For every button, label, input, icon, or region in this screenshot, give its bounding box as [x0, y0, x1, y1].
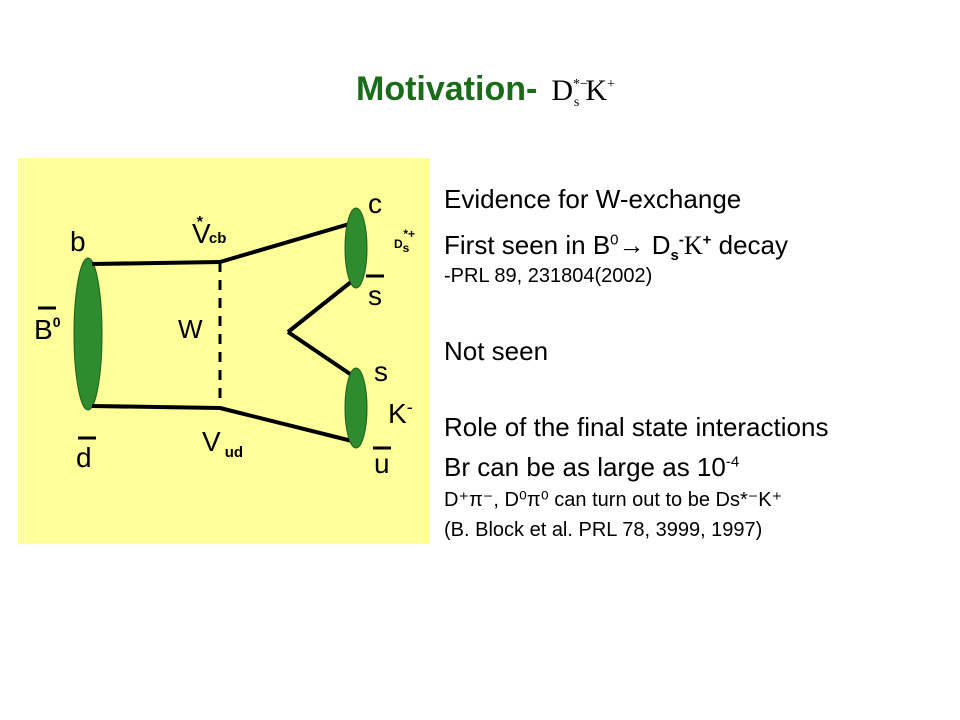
evidence-line: Evidence for W-exchange — [444, 184, 742, 214]
ds-D: D — [394, 237, 403, 251]
vud-V: V — [202, 426, 221, 457]
vcb-star: * — [196, 214, 203, 231]
b-quark-line — [91, 260, 221, 266]
b-label: b — [70, 226, 86, 257]
math-K: K — [585, 74, 608, 107]
b0-label-main: B — [34, 314, 53, 345]
d-label: d — [76, 442, 92, 473]
br-a: Br can be as large as 10 — [444, 452, 726, 482]
b0-label: B0 — [34, 314, 61, 345]
c-label: c — [368, 188, 382, 219]
br-line: Br can be as large as 10-4 — [444, 454, 739, 480]
k-hadron-ellipse — [344, 367, 368, 449]
prl-line: -PRL 89, 231804(2002) — [444, 265, 653, 287]
math-D-sub: s — [573, 95, 580, 110]
sbar-quark-line — [286, 276, 358, 334]
ds-hadron-ellipse — [344, 207, 368, 289]
ds-sub: s — [402, 241, 410, 255]
ref-line: (B. Block et al. PRL 78, 3999, 1997) — [444, 519, 763, 541]
first-seen-s: s — [670, 247, 679, 265]
b0-label-sup: 0 — [52, 314, 61, 330]
feynman-diagram — [38, 207, 391, 450]
role-line: Role of the final state interactions — [444, 412, 829, 442]
vud-sub: ud — [224, 444, 244, 461]
br-exp: -4 — [725, 453, 740, 471]
math-D: D — [551, 74, 573, 107]
first-seen-K: K — [683, 231, 703, 260]
vcb-sub: cb — [208, 230, 227, 247]
s-label: s — [374, 356, 388, 387]
math-K-sup: + — [607, 77, 615, 92]
first-seen-a: First seen in B — [444, 230, 611, 260]
w-label: W — [178, 314, 203, 344]
ds-sup: *+ — [403, 227, 416, 241]
title-math: D *− s K + — [551, 74, 615, 110]
d-quark-line — [91, 404, 221, 410]
first-seen-minus: - — [678, 231, 684, 249]
fsi-line: D⁺π⁻, D⁰π⁰ can turn out to be Ds*⁻K⁺ — [444, 489, 783, 511]
u-quark-line — [219, 406, 357, 444]
s-quark-line — [286, 330, 358, 380]
k-label: K- — [388, 397, 413, 429]
ubar-label: u — [374, 448, 390, 479]
first-seen-line: First seen in B0→ Ds-K+ decay — [444, 232, 788, 263]
sbar-label: s — [368, 280, 382, 311]
vcb-V: V — [192, 218, 211, 249]
slide-title: Motivation- D *− s K + — [356, 70, 615, 110]
ds-label: Ds*+ — [394, 228, 421, 254]
first-seen-end: decay — [711, 230, 789, 260]
b0-hadron-ellipse — [73, 257, 103, 411]
c-quark-line — [219, 220, 357, 264]
first-seen-arrow: → D — [618, 230, 671, 260]
vcb-label: V* cb — [192, 215, 234, 249]
k-sup: - — [406, 397, 413, 417]
title-text: Motivation- — [356, 70, 538, 108]
math-D-sup: *− — [572, 77, 588, 92]
first-seen-b0: 0 — [610, 231, 619, 249]
first-seen-plus: + — [702, 231, 712, 249]
k-K: K — [388, 398, 407, 429]
not-seen-line: Not seen — [444, 336, 549, 366]
